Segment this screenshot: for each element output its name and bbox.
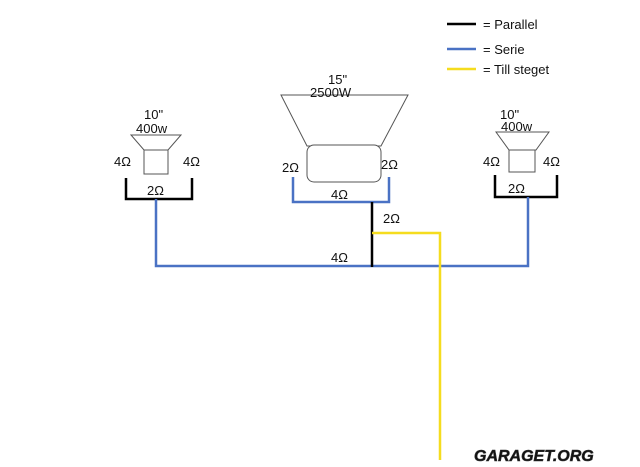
speaker-center-cone-icon [280,94,409,147]
legend-till-steget-label: = Till steget [483,62,550,77]
speaker-left-cone-icon [129,134,183,151]
legend-serie-label: = Serie [483,42,525,57]
speaker-left-size: 10" [144,107,163,122]
watermark-text: GARAGET.ORG [474,448,594,465]
serie-wire-left-branch [154,199,372,268]
speaker-right-size: 10" [500,107,519,122]
serie-wire-right-branch [372,197,530,268]
speaker-center-imp-right: 2Ω [381,157,398,172]
speaker-right-power: 400w [501,119,533,134]
speaker-right-magnet-icon [508,149,536,173]
speaker-right-imp-left: 4Ω [483,154,500,169]
legend: = Parallel = Serie = Till steget [447,17,550,77]
junction-bottom-label: 4Ω [331,250,348,265]
speaker-right: 10" 400w 4Ω 4Ω 2Ω [483,107,560,199]
junction-top-label: 2Ω [383,211,400,226]
speaker-left-parallel-wire [124,178,194,201]
speaker-left-power: 400w [136,121,168,136]
speaker-left-combined: 2Ω [147,183,164,198]
speaker-center-size: 15" [328,72,347,87]
speaker-center-power: 2500W [310,85,352,100]
speaker-left-magnet-icon [143,149,169,175]
speaker-right-combined: 2Ω [508,181,525,196]
speaker-left-imp-right: 4Ω [183,154,200,169]
speaker-right-imp-right: 4Ω [543,154,560,169]
watermark-logo: GARAGET.ORG [474,448,594,466]
speaker-right-parallel-wire [493,175,559,199]
speaker-center-imp-left: 2Ω [282,160,299,175]
speaker-center-combined: 4Ω [331,187,348,202]
speaker-center: 15" 2500W 2Ω 2Ω 4Ω [280,72,409,204]
speaker-left: 10" 400w 4Ω 4Ω 2Ω [114,107,200,201]
till-steget-wire [372,231,442,460]
legend-parallel-label: = Parallel [483,17,538,32]
speaker-center-serie-wire-right [372,177,391,204]
speaker-right-cone-icon [495,131,550,151]
speaker-left-imp-left: 4Ω [114,154,131,169]
speaker-center-serie-wire-left [291,177,372,204]
speaker-center-magnet-icon [306,144,382,183]
